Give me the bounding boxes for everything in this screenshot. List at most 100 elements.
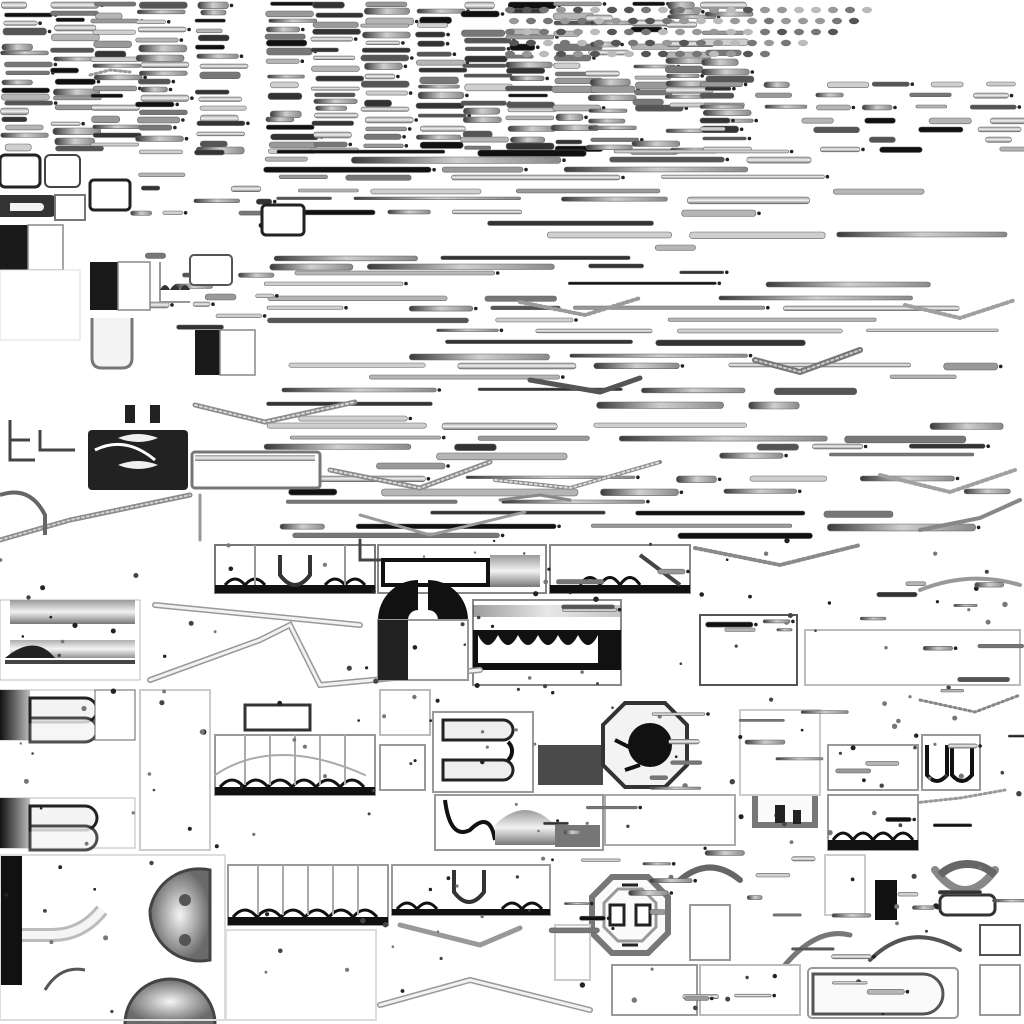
strip [487,220,654,226]
strip [724,627,756,632]
strip [563,166,749,173]
dot [815,17,825,25]
knob [872,810,877,816]
knob [166,20,171,24]
strip [215,313,262,319]
strip [93,40,132,48]
knob [414,19,419,24]
strip [138,124,173,131]
dot [594,39,604,47]
strip [676,475,717,483]
knob [861,147,865,152]
strip [445,339,633,344]
strip [505,142,555,150]
knob [38,21,42,26]
dot [645,17,655,25]
dot [539,28,549,36]
strip [748,401,800,410]
strip [859,616,887,621]
knob [81,705,87,712]
knob [49,615,53,619]
strip [704,850,745,856]
knob [648,542,653,546]
knob [910,82,915,86]
strip [567,281,717,285]
strip [5,124,44,131]
strip [868,136,896,143]
knob [301,27,305,32]
strip [417,113,467,118]
strip [773,387,858,395]
strip [701,58,739,66]
strip [477,149,587,157]
strip [436,328,499,332]
strip [879,146,923,153]
dot [764,39,774,47]
strip [985,136,1012,143]
knob [211,302,215,307]
strip [963,488,1011,495]
knob [382,922,389,928]
knob [412,645,418,650]
knob [585,821,589,825]
strip [501,499,646,504]
knob [441,435,446,440]
knob [179,38,184,42]
dot [679,17,689,25]
strip [977,643,1024,649]
knob [699,592,704,597]
knob [739,127,744,132]
strip [775,757,824,761]
knob [184,136,189,141]
dot [679,39,689,47]
strip [738,718,785,722]
strip [613,149,789,154]
strip [1,79,33,86]
knob [584,115,588,120]
knob [439,956,443,961]
strip [943,362,999,371]
knob [850,745,856,751]
knob [346,665,352,671]
strip [451,174,621,181]
knob [446,32,450,37]
strip [700,68,750,76]
strip [365,126,408,132]
strip [269,81,299,89]
knob [452,52,457,56]
knob [646,499,650,504]
knob [944,774,947,777]
knob [895,921,899,926]
strip [139,70,188,76]
strip [791,856,816,862]
dot [730,17,740,25]
knob [710,996,714,1001]
strip [408,305,474,312]
strip [667,317,877,322]
knob [400,989,405,993]
strip [313,141,348,148]
strip [440,255,631,260]
strip [508,93,548,98]
strip [561,604,615,610]
knob [528,909,531,912]
strip [555,139,583,145]
knob [181,118,185,122]
knob [611,706,614,709]
strip [145,252,166,259]
knob [626,824,630,828]
strip [136,9,186,15]
knob [0,558,3,562]
knob [863,444,868,449]
knob [763,551,769,556]
dot [526,39,536,47]
strip [269,110,302,118]
strip [285,499,458,504]
knob [265,912,270,917]
knob [163,654,167,658]
strip [651,712,706,716]
strip [138,44,188,53]
knob [474,683,480,688]
knob [914,733,919,738]
small-knob-markers [0,537,1024,1016]
